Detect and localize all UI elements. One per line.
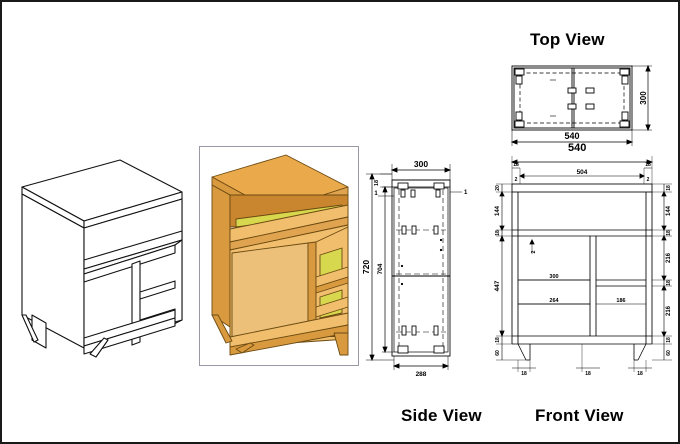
top-view-title: Top View [530,30,605,49]
side-view-edge-left-dim: 1 [374,191,378,197]
side-view-inner-height-dim: 704 [377,263,384,274]
render-frame [199,146,359,366]
front-view-foot-left-dim: 18 [521,371,527,376]
isometric-line-drawing [21,159,183,358]
front-view-upper-shelf-thickness-dim: 18 [495,230,501,236]
front-view-door-lower-dim: 264 [549,298,559,304]
side-view-drawing: 300 288 720 704 18 1 1 [361,159,468,376]
front-view-title: Front View [535,406,624,425]
front-view-right-shelf-thickness-mid-dim: 18 [666,280,672,286]
front-view-cabinet-height-dim: 447 [494,280,501,291]
front-view-bottom-rail-dim: 18 [495,337,501,343]
front-view-top-thickness-left-dim: 20 [495,185,501,191]
front-view-right-upper-compartment-dim: 216 [666,252,672,263]
top-view-drawing: 540 300 [510,64,652,146]
front-view-right-lower-compartment-dim: 216 [666,305,672,316]
front-view-panel-right-dim: 18 [645,162,651,168]
front-view-foot-right-dim: 18 [637,371,643,376]
front-view-gap-left-dim: 2 [515,177,518,183]
front-view-top-thickness-right-dim: 18 [666,185,672,191]
side-view-edge-right-dim: 1 [464,190,468,196]
front-view-right-open-height-dim: 144 [666,205,672,216]
side-view-top-width-dim: 300 [414,159,428,169]
isometric-color-render [211,154,349,356]
front-view-right-shelf-width-dim: 186 [616,298,625,304]
front-view-upper-open-height-dim: 144 [495,205,501,216]
front-view-right-bottom-rail-dim: 18 [666,337,672,343]
side-view-overall-height-dim: 720 [361,260,371,274]
front-view-drawing: 504 18 18 2 2 20 144 18 447 18 60 18 144… [494,156,672,376]
front-view-foot-mid-dim: 18 [585,371,591,376]
front-view-gap-right-dim: 2 [647,177,650,183]
side-view-top-thickness-dim: 18 [374,180,380,186]
front-view-plinth-height-dim: 60 [495,350,501,356]
front-view-right-plinth-dim: 60 [666,350,672,356]
front-view-panel-left-dim: 18 [513,162,519,168]
front-view-inner-width-dim: 504 [577,169,588,176]
side-view-bottom-width-dim: 288 [416,371,427,376]
top-view-width-dim: 540 [564,131,579,141]
front-view-overall-width-label: 540 [568,142,587,154]
front-view-door-width-dim: 300 [549,274,558,280]
front-view-inner-note-dim: 2 [531,250,537,253]
side-view-title: Side View [401,406,482,425]
front-view-right-shelf-thickness-top-dim: 18 [666,230,672,236]
top-view-depth-dim: 300 [639,91,648,105]
